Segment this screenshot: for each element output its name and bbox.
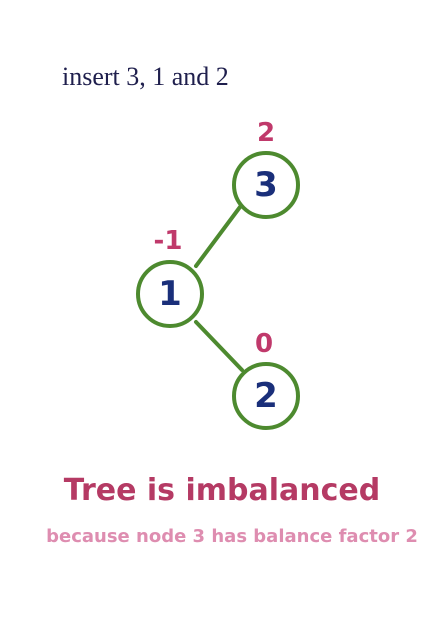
balance-factor-label: 0 bbox=[255, 329, 273, 359]
balance-factor-label: 2 bbox=[257, 118, 275, 148]
node-circle bbox=[232, 151, 300, 219]
tree-node-3: 3 2 bbox=[232, 118, 300, 219]
node-value: 2 bbox=[254, 376, 278, 416]
balance-factor-label: -1 bbox=[154, 226, 183, 256]
node-circle bbox=[136, 260, 204, 328]
imbalance-detail: because node 3 has balance factor 2 bbox=[46, 526, 418, 547]
imbalance-headline: Tree is imbalanced bbox=[64, 473, 380, 508]
diagram-title: insert 3, 1 and 2 bbox=[62, 62, 229, 91]
tree-node-1: 1 -1 bbox=[136, 226, 204, 328]
node-value: 1 bbox=[158, 274, 182, 314]
edge-1-to-2 bbox=[194, 320, 244, 372]
node-circle bbox=[232, 362, 300, 430]
node-value: 3 bbox=[254, 165, 278, 205]
tree-node-2: 2 0 bbox=[232, 329, 300, 430]
edge-3-to-1 bbox=[194, 205, 242, 268]
